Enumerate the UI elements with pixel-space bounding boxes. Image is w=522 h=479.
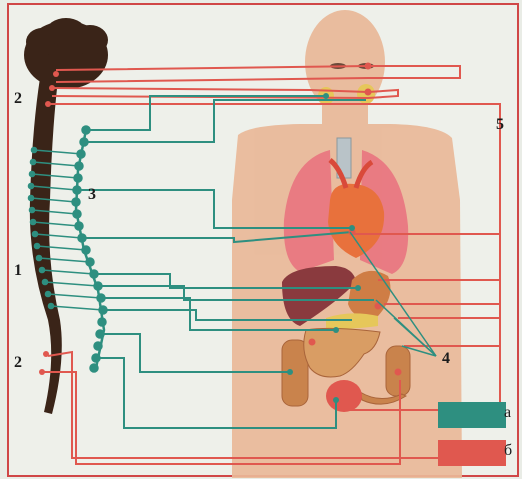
legend-parasympathetic-swatch bbox=[438, 440, 506, 466]
label-2-bottom: 2 bbox=[14, 354, 22, 372]
bladder bbox=[326, 380, 362, 412]
label-5: 5 bbox=[496, 116, 504, 134]
legend-parasympathetic-label: б bbox=[504, 442, 512, 460]
label-1: 1 bbox=[14, 262, 22, 280]
label-2-top: 2 bbox=[14, 90, 22, 108]
legend-sympathetic-swatch bbox=[438, 402, 506, 428]
label-4: 4 bbox=[442, 350, 450, 368]
legend-sympathetic-label: а bbox=[504, 404, 511, 422]
label-3: 3 bbox=[88, 186, 96, 204]
